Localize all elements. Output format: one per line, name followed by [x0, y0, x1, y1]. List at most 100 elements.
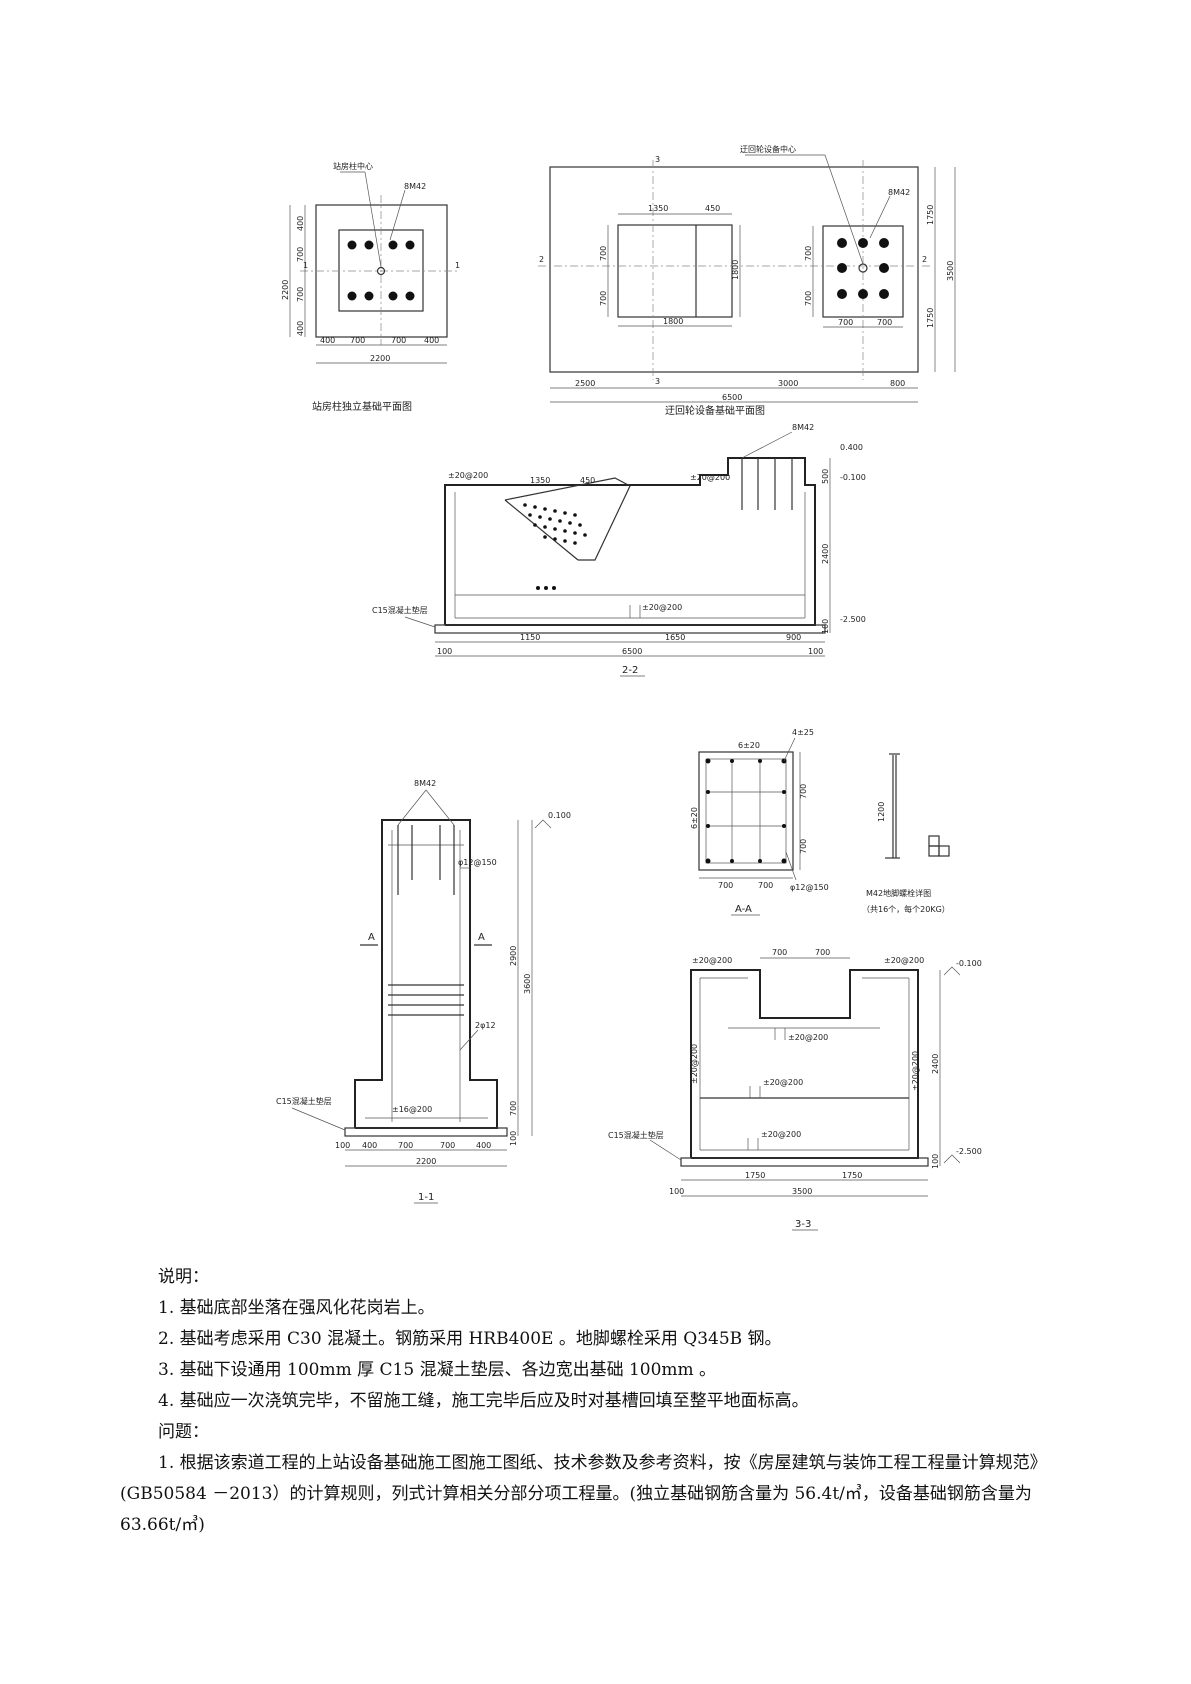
- rebar-leader: [783, 737, 796, 762]
- rebar-label: ±20@200: [448, 471, 488, 480]
- dim-text: 700: [799, 839, 808, 854]
- anchor-bolt: [347, 291, 357, 301]
- notes-block: 说明： 1. 基础底部坐落在强风化花岗岩上。 2. 基础考虑采用 C30 混凝土…: [120, 1262, 1080, 1541]
- elevation: -0.100: [956, 959, 982, 968]
- note-item: 4. 基础应一次浇筑完毕，不留施工缝，施工完毕后应及时对基槽回填至整平地面标高。: [158, 1391, 809, 1411]
- rebar-label: ±16@200: [392, 1105, 432, 1114]
- rebar-label: φ12@150: [458, 858, 497, 867]
- slot-outline: [617, 224, 733, 318]
- dim-text: 3000: [778, 379, 798, 388]
- rebar-label: ±20@200: [690, 1044, 699, 1084]
- plan-equipment-foundation: 迂回轮设备中心 8M42 3 3 2 2 1350 450 1800 1800 …: [538, 144, 956, 417]
- drawing-sheet: 站房柱中心 8M42 1 1 400 700 700 400 2200 2200…: [276, 144, 982, 1231]
- leader-line: [291, 1107, 346, 1131]
- question-heading: 问题：: [158, 1422, 209, 1442]
- dim-text: 2400: [931, 1054, 940, 1074]
- section-mark: 2: [539, 255, 544, 264]
- bolt-label: 8M42: [404, 182, 426, 191]
- inclined-slot: [504, 499, 579, 561]
- dim-text: 1750: [745, 1171, 765, 1180]
- column-center-mark: [376, 266, 386, 276]
- section-outline: [690, 969, 919, 1159]
- dim-text: 1750: [926, 308, 935, 328]
- section-outline: [444, 457, 816, 626]
- dim-text: 450: [705, 204, 720, 213]
- rebar-label: ±20@200: [692, 956, 732, 965]
- section-mark: 3: [655, 155, 660, 164]
- bolt-label: 8M42: [888, 188, 910, 197]
- elevation: 0.400: [840, 443, 863, 452]
- anchor-bolt: [388, 240, 398, 250]
- dim-text: 700: [599, 291, 608, 306]
- dim-text: 1350: [530, 476, 550, 485]
- dim-text: 100: [931, 1154, 940, 1169]
- rebar-label: ±20@200: [911, 1051, 920, 1091]
- rebar-label: ±20@200: [884, 956, 924, 965]
- drawing-title: 1-1: [418, 1192, 434, 1203]
- section-mark: A: [478, 932, 485, 943]
- drawing-title: A-A: [735, 904, 752, 915]
- anchor-bolt: [837, 263, 847, 273]
- dim-text: 1750: [842, 1171, 862, 1180]
- dim-text: 700: [296, 287, 305, 302]
- anchor-bolt: [879, 289, 889, 299]
- dim-text: 1200: [877, 802, 886, 822]
- leader-line: [404, 616, 436, 628]
- elevation: -2.500: [840, 615, 866, 624]
- rebar-label: ±20@200: [763, 1078, 803, 1087]
- dim-text: 400: [320, 336, 335, 345]
- section-mark: A: [368, 932, 375, 943]
- rebar-label: ±20@200: [642, 603, 682, 612]
- rebar-label: φ12@150: [790, 883, 829, 892]
- dim-text: 700: [877, 318, 892, 327]
- anchor-bolt: [347, 240, 357, 250]
- dim-text: 100: [821, 619, 830, 634]
- dim-text: 3500: [946, 261, 955, 281]
- anchor-bolt: [879, 238, 889, 248]
- bolt-nut: [928, 845, 940, 857]
- dim-text: 6500: [722, 393, 742, 402]
- dim-text: 700: [440, 1141, 455, 1150]
- stirrup: [705, 758, 787, 864]
- anchor-bolt: [858, 238, 868, 248]
- leader-line: [824, 154, 864, 265]
- drawing-title: 2-2: [622, 665, 638, 676]
- dim-text: 2900: [509, 946, 518, 966]
- dim-text: 900: [786, 633, 801, 642]
- anchor-bolt: [858, 289, 868, 299]
- slot-rebar-dots: [523, 503, 587, 545]
- dim-text: 1800: [731, 260, 740, 280]
- dim-text: 2400: [821, 544, 830, 564]
- dim-text: 700: [815, 948, 830, 957]
- notes-heading: 说明：: [158, 1267, 209, 1287]
- dim-text: 700: [772, 948, 787, 957]
- dim-text: 100: [437, 647, 452, 656]
- leader-line: [649, 1139, 682, 1161]
- dim-text: 1650: [665, 633, 685, 642]
- dim-text: 1150: [520, 633, 540, 642]
- question-text: 1. 根据该索道工程的上站设备基础施工图施工图纸、技术参数及参考资料，按《房屋建…: [120, 1453, 1047, 1535]
- dim-text: 400: [424, 336, 439, 345]
- plan-independent-footing: 站房柱中心 8M42 1 1 400 700 700 400 2200 2200…: [281, 161, 460, 413]
- dim-text: 1350: [648, 204, 668, 213]
- note-item: 2. 基础考虑采用 C30 混凝土。钢筋采用 HRB400E 。地脚螺栓采用 Q…: [158, 1329, 782, 1349]
- leader-line: [389, 189, 406, 241]
- note-item: 1. 基础底部坐落在强风化花岗岩上。: [158, 1298, 435, 1318]
- dim-text: 400: [476, 1141, 491, 1150]
- inclined-slot: [504, 477, 631, 561]
- section-2-2: C15混凝土垫层 1350 450 ±20@200 ±20@200 ±20@20…: [372, 423, 866, 677]
- elevation-marker: [943, 1154, 961, 1164]
- bolt-washer: [938, 845, 950, 857]
- drawing-title: 迂回轮设备基础平面图: [665, 404, 765, 417]
- dim-text: 400: [362, 1141, 377, 1150]
- dim-text: 700: [799, 784, 808, 799]
- section-3-3: C15混凝土垫层 ±20@200 ±20@200 ±20@200 ±20@200…: [608, 948, 982, 1231]
- rebar-leader: [459, 1029, 479, 1051]
- detail-note: （共16个，每个20KG）: [862, 904, 950, 914]
- cushion-layer: [344, 1127, 508, 1137]
- drawing-title: 3-3: [795, 1219, 811, 1230]
- dim-text: 700: [391, 336, 406, 345]
- dim-text: 400: [296, 321, 305, 336]
- dim-text: 100: [808, 647, 823, 656]
- anchor-bolt: [879, 263, 889, 273]
